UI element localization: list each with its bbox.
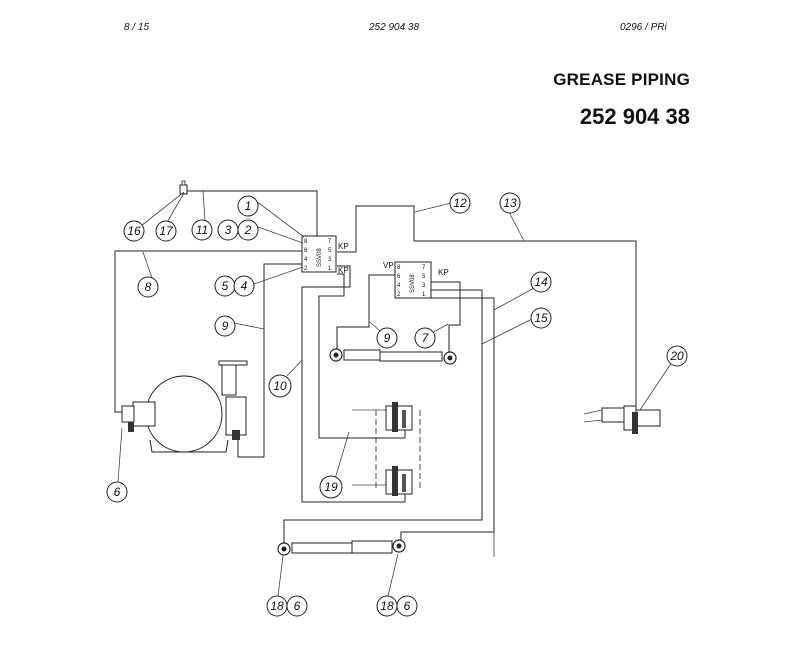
- svg-text:13: 13: [503, 196, 517, 210]
- sec-pin-6: 6: [397, 274, 401, 280]
- grease-pipes: [114, 190, 637, 557]
- page-number: 8 / 15: [124, 22, 150, 33]
- svg-text:15: 15: [534, 311, 548, 325]
- svg-text:4: 4: [241, 279, 248, 293]
- callout-3: 3: [217, 219, 239, 241]
- main-pin-6: 6: [304, 248, 308, 254]
- sec-pin-4: 4: [397, 283, 401, 289]
- callout-6-motor: 6: [106, 481, 128, 503]
- leader-lines: [117, 190, 673, 597]
- callout-16: 16: [123, 220, 145, 242]
- svg-text:20: 20: [669, 349, 684, 363]
- svg-text:16: 16: [127, 224, 141, 238]
- svg-text:5: 5: [222, 279, 229, 293]
- pipe-15: [400, 297, 495, 540]
- svg-text:8: 8: [145, 280, 152, 294]
- part-number: 252 904 38: [579, 104, 690, 129]
- main-distributor: 8 6 4 2 7 5 3 1 SSV08 KP KP: [301, 235, 349, 275]
- svg-text:3: 3: [225, 223, 232, 237]
- secondary-distributor: 8 6 4 2 7 5 3 1 SSV08 VP KP: [383, 261, 449, 299]
- callout-5: 5: [214, 275, 236, 297]
- callout-20: 20: [666, 345, 688, 367]
- pipe-13: [414, 240, 637, 406]
- svg-text:19: 19: [324, 480, 338, 494]
- callout-2: 2: [237, 219, 259, 241]
- main-pin-7: 7: [328, 239, 332, 245]
- cylinder-upper: [329, 348, 457, 365]
- callout-1: 1: [237, 195, 259, 217]
- main-distributor-label: SSV08: [317, 248, 323, 267]
- callout-4: 4: [233, 275, 255, 297]
- svg-text:12: 12: [453, 196, 467, 210]
- main-pin-5: 5: [328, 248, 332, 254]
- svg-text:6: 6: [404, 599, 411, 613]
- pipe-nipple-to-distributor: [186, 190, 318, 236]
- pipe-8: [114, 250, 303, 413]
- main-pin-2: 2: [304, 266, 308, 272]
- callout-7: 7: [414, 327, 436, 349]
- boom-joint: [352, 402, 421, 496]
- sec-distributor-label: SSV08: [410, 274, 416, 293]
- sec-vp: VP: [383, 261, 394, 270]
- callout-6-right: 6: [396, 595, 418, 617]
- svg-text:2: 2: [244, 223, 252, 237]
- sec-pin-3: 3: [422, 283, 426, 289]
- document-code: 252 904 38: [369, 22, 420, 33]
- callout-18-left: 18: [266, 595, 288, 617]
- main-kp-upper: KP: [338, 242, 349, 251]
- pipe-10b: [318, 273, 406, 439]
- pipe-7-cylinder: [430, 281, 461, 352]
- sec-pin-7: 7: [422, 265, 426, 271]
- sec-pin-2: 2: [397, 292, 401, 298]
- sec-kp: KP: [438, 268, 449, 277]
- slewing-motor: [121, 360, 248, 453]
- svg-text:11: 11: [196, 223, 208, 237]
- svg-text:18: 18: [380, 599, 394, 613]
- svg-text:18: 18: [270, 599, 284, 613]
- pipe-12: [337, 205, 415, 253]
- sec-pin-1: 1: [422, 292, 426, 298]
- callout-10: 10: [268, 374, 292, 398]
- drawing-title: GREASE PIPING: [553, 70, 690, 89]
- svg-text:10: 10: [273, 379, 287, 393]
- main-pin-3: 3: [328, 257, 332, 263]
- cylinder-lower: [277, 539, 406, 556]
- svg-text:1: 1: [245, 199, 252, 213]
- sec-pin-5: 5: [422, 274, 426, 280]
- sec-pin-8: 8: [397, 265, 401, 271]
- callout-18-right: 18: [376, 595, 398, 617]
- svg-text:6: 6: [114, 485, 121, 499]
- main-kp-lower: KP: [338, 266, 349, 275]
- callout-12: 12: [449, 192, 471, 214]
- callout-8: 8: [137, 276, 159, 298]
- pipe-10: [301, 265, 406, 503]
- svg-text:14: 14: [534, 275, 548, 289]
- svg-text:6: 6: [294, 599, 301, 613]
- callout-14: 14: [530, 271, 552, 293]
- rotator: [583, 405, 661, 434]
- pipe-9-cylinder: [336, 274, 395, 354]
- callout-15: 15: [530, 307, 552, 329]
- svg-text:17: 17: [159, 224, 174, 238]
- pipe-9-left: [237, 263, 303, 458]
- main-pin-1: 1: [328, 266, 332, 272]
- callout-19: 19: [319, 475, 343, 499]
- callout-11: 11: [191, 219, 213, 241]
- svg-text:9: 9: [222, 319, 229, 333]
- callout-17: 17: [155, 220, 177, 242]
- main-pin-8: 8: [304, 239, 308, 245]
- svg-text:7: 7: [422, 331, 430, 345]
- pipe-14: [283, 289, 483, 548]
- main-pin-4: 4: [304, 257, 308, 263]
- callout-9-left: 9: [214, 315, 236, 337]
- svg-text:9: 9: [384, 331, 391, 345]
- callout-13: 13: [499, 192, 521, 214]
- revision-code: 0296 / PRi: [620, 22, 667, 33]
- callout-6-left: 6: [286, 595, 308, 617]
- callout-9-cylinder: 9: [376, 327, 398, 349]
